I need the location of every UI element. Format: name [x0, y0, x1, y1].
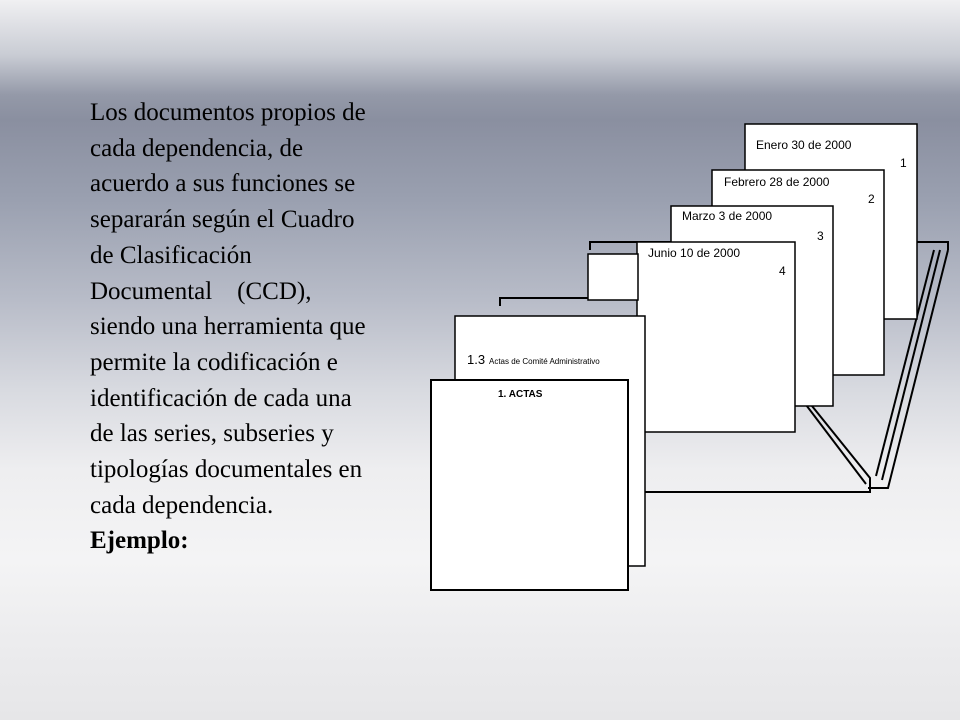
document-date: Febrero 28 de 2000: [724, 175, 830, 189]
subseries-number: 1.3: [467, 352, 485, 367]
subseries-label: Actas de Comité Administrativo: [489, 357, 600, 366]
document-number: 2: [868, 192, 875, 206]
document-number: 1: [900, 156, 907, 170]
body-line: acuerdo a sus funciones se: [90, 170, 356, 198]
document-date: Junio 10 de 2000: [648, 246, 740, 260]
body-line: de Clasificación: [90, 241, 252, 269]
document-number: 4: [779, 264, 786, 278]
body-line: Los documentos propios de: [90, 99, 366, 126]
body-text: Los documentos propios de cada dependenc…: [90, 95, 450, 559]
series-label: 1. ACTAS: [498, 389, 543, 400]
document-sheet: Junio 10 de 2000 4: [636, 241, 796, 433]
series-card: 1. ACTAS: [430, 379, 629, 591]
body-line: Documental (CCD),: [90, 277, 312, 305]
series-folder: [587, 253, 639, 301]
body-line: tipologías documentales en: [90, 456, 363, 484]
body-line: cada dependencia.: [90, 491, 274, 519]
body-line: de las series, subseries y: [90, 420, 334, 448]
example-label: Ejemplo:: [90, 527, 189, 555]
body-line: siendo una herramienta que: [90, 313, 366, 341]
document-number: 3: [817, 229, 824, 243]
body-line: permite la codificación e: [90, 348, 338, 376]
document-date: Enero 30 de 2000: [756, 138, 852, 152]
document-date: Marzo 3 de 2000: [682, 209, 772, 223]
body-line: identificación de cada una: [90, 384, 352, 412]
body-line: separarán según el Cuadro: [90, 206, 355, 234]
body-line: cada dependencia, de: [90, 134, 304, 162]
